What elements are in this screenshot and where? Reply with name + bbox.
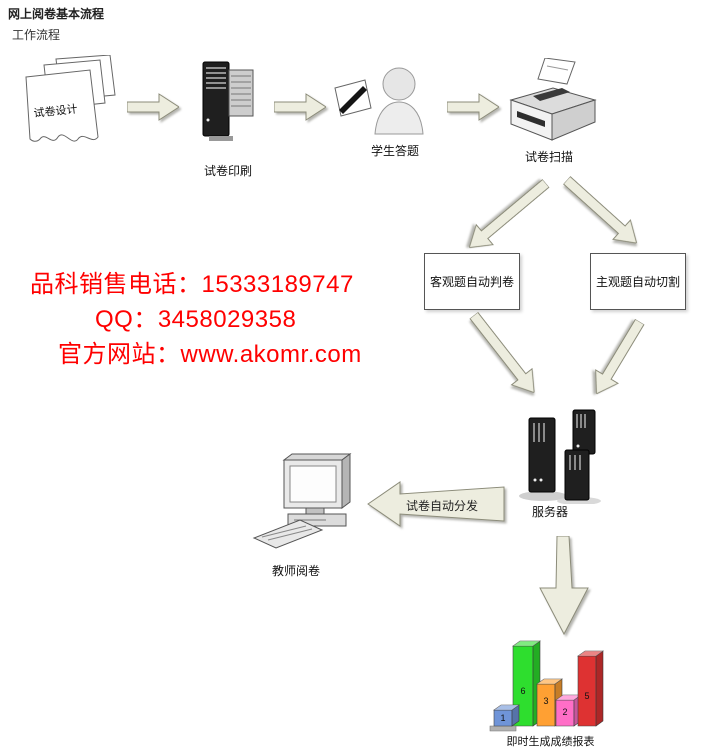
exam-print-label: 试卷印刷 bbox=[203, 164, 252, 178]
arrow-objective-to-server bbox=[459, 307, 545, 405]
exam-design-label: 试卷设计 bbox=[33, 101, 78, 120]
bar-value-pink: 2 bbox=[562, 707, 567, 717]
student-answer-icon bbox=[334, 67, 424, 135]
pencil-icon bbox=[339, 86, 367, 114]
teacher-marking-label: 教师阅卷 bbox=[271, 564, 320, 578]
keyboard-icon bbox=[252, 519, 324, 549]
arrow-scan-to-objective bbox=[457, 169, 555, 259]
objective-grading-label: 客观题自动判卷 bbox=[429, 275, 514, 289]
subjective-cutting-label: 主观题自动切割 bbox=[595, 275, 680, 289]
contact-website: 官方网站：www.akomr.com bbox=[58, 341, 362, 368]
bar-value-blue: 1 bbox=[500, 713, 505, 723]
arrow-print-to-answer bbox=[273, 93, 327, 126]
server-icon bbox=[519, 409, 601, 504]
distribute-arrow-label: 试卷自动分发 bbox=[406, 499, 479, 513]
arrow-answer-to-scan bbox=[446, 93, 500, 126]
exam-scan-label: 试卷扫描 bbox=[524, 150, 573, 164]
bar-value-orange: 3 bbox=[543, 696, 548, 706]
page-title: 网上阅卷基本流程 bbox=[8, 7, 105, 21]
server-label: 服务器 bbox=[531, 505, 568, 519]
teacher-computer-icon bbox=[252, 453, 352, 549]
bar-value-green: 6 bbox=[520, 686, 525, 696]
distribute-arrow: 试卷自动分发 bbox=[366, 476, 506, 537]
chart-pedestal bbox=[489, 725, 517, 732]
arrow-design-to-print bbox=[126, 93, 180, 126]
exam-scan-icon bbox=[509, 58, 597, 141]
student-answer-label: 学生答题 bbox=[370, 144, 419, 158]
objective-grading-box: 客观题自动判卷 bbox=[424, 253, 520, 310]
chart-bar-blue bbox=[493, 704, 520, 727]
score-report-label: 即时生成成绩报表 bbox=[506, 736, 595, 748]
arrow-subjective-to-server bbox=[580, 312, 652, 401]
arrow-scan-to-subjective bbox=[554, 170, 646, 257]
page-subtitle: 工作流程 bbox=[12, 28, 61, 42]
arrow-server-to-report bbox=[532, 535, 596, 641]
subjective-cutting-box: 主观题自动切割 bbox=[590, 253, 686, 310]
exam-print-icon bbox=[202, 61, 254, 141]
bar-value-red: 5 bbox=[584, 691, 589, 701]
contact-qq: QQ：3458029358 bbox=[95, 306, 297, 333]
chart-bar-red bbox=[577, 650, 604, 727]
chart-bar-pink bbox=[555, 694, 582, 727]
contact-phone: 品科销售电话：15333189747 bbox=[30, 271, 354, 298]
score-report-chart-icon: 6 3 2 5 1 bbox=[489, 640, 604, 732]
exam-design-icon: 试卷设计 bbox=[25, 55, 116, 142]
